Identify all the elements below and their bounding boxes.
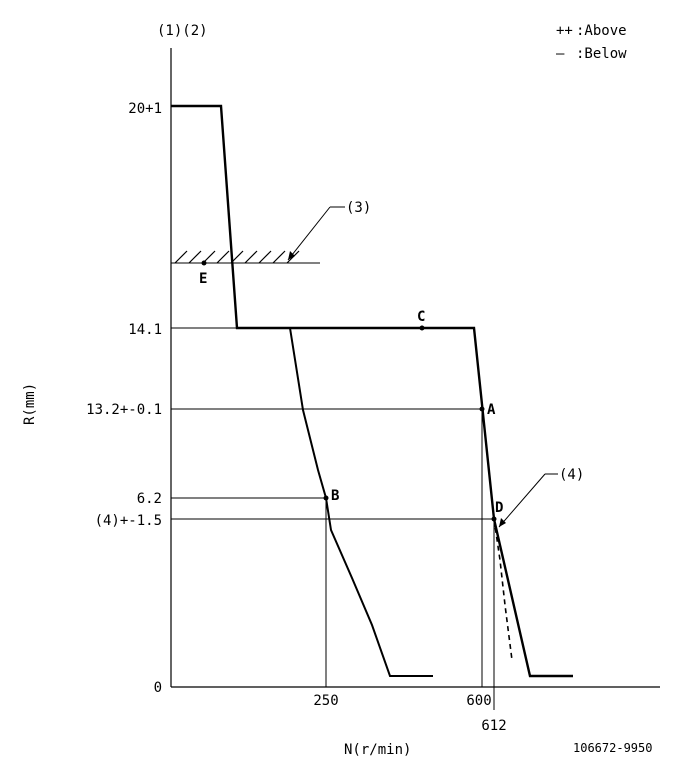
y-tick-label-0: 0 xyxy=(154,680,162,696)
governor-curve-dashed xyxy=(493,518,513,661)
point-c-label: C xyxy=(417,309,425,325)
callout-3-leader xyxy=(287,206,345,261)
callout-4-leader xyxy=(498,473,558,528)
legend-text-below: :Below xyxy=(576,46,627,62)
y-tick-label-13-2: 13.2+-0.1 xyxy=(86,402,162,418)
x-tick-label-250: 250 xyxy=(313,693,338,709)
point-d-label: D xyxy=(495,500,503,516)
x-axis-label: N(r/min) xyxy=(344,742,411,758)
chart-title: (1)(2) xyxy=(157,23,208,39)
legend-text-above: :Above xyxy=(576,23,627,39)
callout-3-label: (3) xyxy=(346,200,371,216)
legend-symbol-above: ++ xyxy=(556,23,573,39)
drawing-number: 106672-9950 xyxy=(573,741,652,755)
y-tick-label-4: (4)+-1.5 xyxy=(95,513,162,529)
point-d-marker xyxy=(491,516,497,522)
x-tick-label-600: 600 xyxy=(466,693,491,709)
x-tick-label-612: 612 xyxy=(481,718,506,734)
stopper-line-3 xyxy=(171,250,320,264)
governor-curve-secondary xyxy=(289,327,433,677)
governor-curve-main xyxy=(171,104,573,678)
y-tick-label-14-1: 14.1 xyxy=(128,322,162,338)
point-e-marker xyxy=(201,260,207,266)
y-axis-label: R(mm) xyxy=(22,383,38,425)
point-c-marker xyxy=(419,325,425,331)
y-tick-label-6-2: 6.2 xyxy=(137,491,162,507)
callout-4-label: (4) xyxy=(559,467,584,483)
legend-symbol-below: — xyxy=(556,46,565,62)
point-b-label: B xyxy=(331,488,339,504)
y-tick-label-20: 20+1 xyxy=(128,101,162,117)
point-b-marker xyxy=(323,495,329,501)
point-e-label: E xyxy=(199,271,207,287)
point-a-marker xyxy=(479,406,485,412)
point-a-label: A xyxy=(487,402,496,418)
